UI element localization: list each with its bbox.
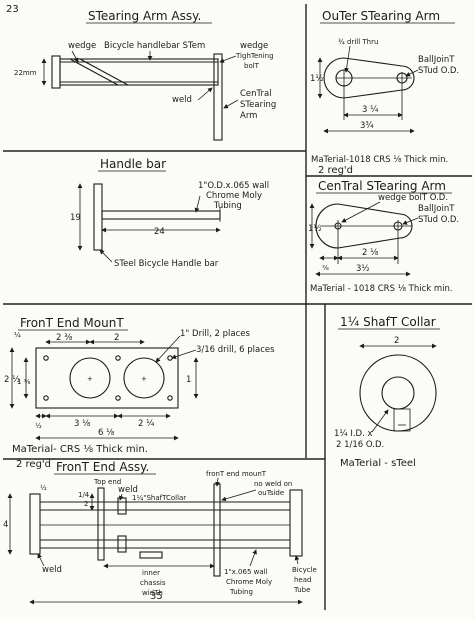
assy-collar: 1¼"ShafTCollar bbox=[132, 494, 186, 502]
assy-bicycle: Bicycle bbox=[292, 566, 317, 574]
collar-dim-top: 2 bbox=[394, 336, 399, 346]
outer-arm-title: OuTer STearing Arm bbox=[322, 9, 440, 23]
assy-no-weld-2: ouTside bbox=[258, 489, 284, 497]
assy-tube-3: Tubing bbox=[229, 588, 253, 596]
mount-dim-tall: 1 ⅛ bbox=[17, 378, 31, 386]
svg-text:+: + bbox=[141, 375, 147, 383]
label-arm: Arm bbox=[240, 111, 257, 121]
shaft-collar-section: 1¼ ShafT Collar 2 1¼ I.D. x 2 1/16 O.D. … bbox=[334, 315, 440, 469]
steering-arm-section: STearing Arm Assy. 22mm wedge Bicycle ha… bbox=[14, 9, 276, 141]
mount-dim-c: ½ bbox=[35, 422, 42, 430]
assy-dim-35: 35 bbox=[150, 591, 163, 602]
assy-inner-1: inner bbox=[142, 569, 160, 577]
central-stud: STud O.D. bbox=[418, 215, 459, 225]
handlebar-tube-2: Chrome Moly bbox=[206, 191, 262, 201]
outer-ball-joint: BallJoinT bbox=[418, 55, 455, 65]
mount-dim-b: 2 bbox=[114, 333, 119, 343]
label-tightening: TighTening bbox=[235, 52, 274, 60]
front-assy-title: FronT End Assy. bbox=[56, 460, 149, 474]
mount-drill-1: 1" Drill, 2 places bbox=[180, 329, 251, 339]
central-dim-total: 3½ bbox=[356, 264, 370, 274]
handlebar-title: Handle bar bbox=[100, 157, 166, 171]
label-weld: weld bbox=[172, 95, 192, 105]
handlebar-dim-h: 19 bbox=[70, 213, 81, 223]
collar-id-1: 1¼ I.D. x bbox=[334, 429, 373, 439]
assy-weld-left: weld bbox=[42, 565, 62, 575]
outer-drill: ¾ drill Thru bbox=[338, 38, 378, 46]
outer-dim-outer: 3¾ bbox=[360, 121, 374, 131]
front-mount-section: FronT End MounT + + 1" Drill, 2 places 3… bbox=[4, 316, 275, 470]
outer-dim-h: 1½ bbox=[310, 74, 324, 84]
assy-dim-2: 2 bbox=[84, 500, 88, 508]
central-arm-title: CenTral STearing Arm bbox=[318, 179, 446, 193]
label-bicycle-stem: Bicycle handlebar STem bbox=[104, 41, 205, 51]
mount-qty: 2 reg'd bbox=[16, 459, 51, 470]
central-dim-h: 1½ bbox=[308, 224, 322, 234]
central-arm-section: CenTral STearing Arm wedge bolT O.D. Bal… bbox=[308, 179, 459, 294]
shaft-collar-title: 1¼ ShafT Collar bbox=[340, 315, 436, 329]
frame-lines bbox=[3, 4, 472, 610]
assy-dim-4: 4 bbox=[3, 520, 8, 530]
collar-material: MaTerial - sTeel bbox=[340, 458, 416, 469]
collar-id-2: 2 1/16 O.D. bbox=[336, 440, 384, 450]
label-central: CenTral bbox=[240, 89, 272, 99]
outer-stud: STud O.D. bbox=[418, 66, 459, 76]
central-dim-mid: 2 ⅛ bbox=[362, 248, 378, 258]
central-wedge-bolt: wedge bolT O.D. bbox=[378, 193, 448, 203]
assy-tube-2: Chrome Moly bbox=[226, 578, 272, 586]
assy-dim-half: ½ bbox=[40, 484, 47, 492]
front-mount-title: FronT End MounT bbox=[20, 316, 124, 330]
mount-material: MaTerial- CRS ⅛ Thick min. bbox=[12, 444, 148, 455]
handlebar-tube-1: 1"O.D.x.065 wall bbox=[198, 181, 269, 191]
assy-weld-top: weld bbox=[118, 485, 138, 495]
dim-22mm: 22mm bbox=[14, 69, 37, 77]
mount-dim-total: 6 ⅛ bbox=[98, 428, 114, 438]
central-ball-joint: BallJoinT bbox=[418, 204, 455, 214]
front-assy-section: FronT End Assy. Top end weld 1¼"ShafTCol… bbox=[3, 460, 317, 605]
mount-dim-d: 3 ⅛ bbox=[74, 419, 90, 429]
handlebar-dim-len: 24 bbox=[154, 227, 165, 237]
mount-dim-quarter: ¼ bbox=[14, 331, 21, 339]
assy-inner-3: widTh bbox=[142, 589, 163, 597]
label-bolt: bolT bbox=[244, 62, 260, 70]
mount-dim-e: 2 ¼ bbox=[138, 419, 154, 429]
label-steering: STearing bbox=[240, 100, 276, 110]
label-wedge-bolt: wedge bbox=[240, 41, 268, 51]
central-dim-small: ⅜ bbox=[322, 264, 329, 272]
outer-arm-section: OuTer STearing Arm ¾ drill Thru BallJoin… bbox=[310, 9, 459, 176]
handlebar-tube-3: Tubing bbox=[213, 201, 242, 211]
handlebar-section: Handle bar 19 1"O.D.x.065 wall Chrome Mo… bbox=[70, 157, 269, 269]
mount-dim-one: 1 bbox=[186, 375, 191, 385]
outer-material: MaTerial-1018 CRS ⅛ Thick min. bbox=[311, 155, 448, 165]
outer-dim-inner: 3 ¼ bbox=[362, 105, 378, 115]
assy-tube: Tube bbox=[293, 586, 310, 594]
mount-dim-h: 2 ½ bbox=[4, 375, 20, 385]
steering-arm-title: STearing Arm Assy. bbox=[88, 9, 201, 23]
outer-qty: 2 reg'd bbox=[318, 165, 353, 176]
assy-no-weld-1: no weld on bbox=[254, 480, 292, 488]
svg-text:+: + bbox=[87, 375, 93, 383]
label-wedge: wedge bbox=[68, 41, 96, 51]
assy-mount: fronT end mounT bbox=[206, 470, 267, 478]
handlebar-steel: STeel Bicycle Handle bar bbox=[114, 259, 219, 269]
central-material: MaTerial - 1018 CRS ⅛ Thick min. bbox=[310, 284, 453, 294]
assy-head: head bbox=[294, 576, 311, 584]
mount-drill-2: 3/16 drill, 6 places bbox=[196, 345, 275, 355]
assy-inner-2: chassis bbox=[140, 579, 166, 587]
assy-top-end: Top end bbox=[93, 478, 121, 486]
mount-dim-a: 2 ⅜ bbox=[56, 333, 72, 343]
page-number: 23 bbox=[6, 4, 19, 15]
assy-dim-14: 1/4 bbox=[78, 491, 90, 499]
assy-tube-1: 1"x.065 wall bbox=[224, 568, 268, 576]
